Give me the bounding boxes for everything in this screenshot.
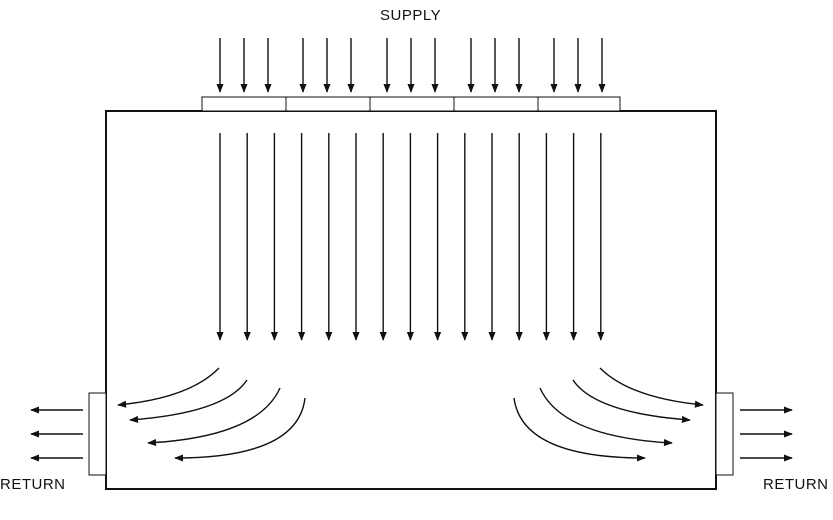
- return-flow-curve: [513, 397, 646, 462]
- return-label-left: RETURN: [0, 476, 66, 493]
- supply-diffuser-section: [537, 96, 621, 112]
- return-flow-curve: [572, 379, 691, 423]
- supply-diffuser-section: [453, 96, 539, 112]
- return-grille-left: [88, 392, 107, 476]
- supply-diffuser: [201, 96, 621, 112]
- return-flow-curve: [599, 367, 704, 408]
- supply-label: SUPPLY: [380, 7, 442, 24]
- return-flow-curve: [174, 397, 306, 462]
- supply-diffuser-section: [369, 96, 455, 112]
- return-curves: [117, 367, 704, 462]
- return-flow-curve: [147, 387, 281, 447]
- return-arrows-out: [30, 406, 793, 462]
- supply-diffuser-section: [201, 96, 287, 112]
- return-label-right: RETURN: [763, 476, 829, 493]
- supply-arrows-above: [216, 38, 606, 93]
- return-flow-curve: [117, 367, 220, 408]
- supply-diffuser-section: [285, 96, 371, 112]
- return-grille-right: [715, 392, 734, 476]
- return-flow-curve: [539, 387, 673, 447]
- return-flow-curve: [129, 379, 248, 423]
- supply-arrows-inside: [216, 133, 605, 341]
